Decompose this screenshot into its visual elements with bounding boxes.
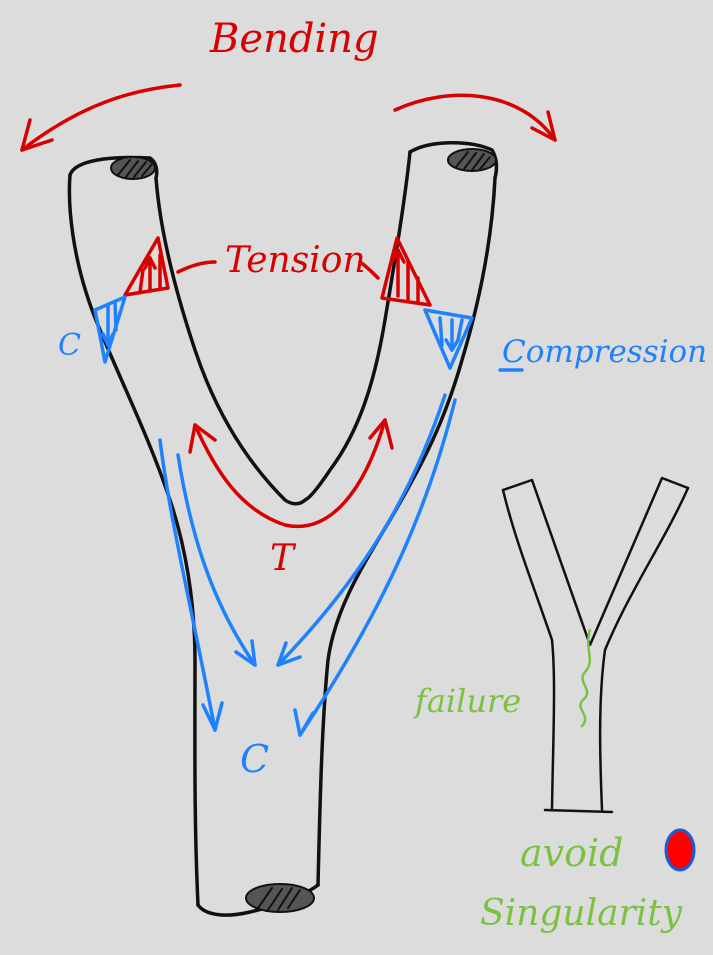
label-avoid: avoid (520, 831, 623, 875)
right-arm-hatched-end (448, 149, 496, 171)
label-singularity: Singularity (480, 893, 683, 934)
right-compression-triangle (425, 310, 472, 368)
label-c-bottom: C (240, 737, 269, 781)
left-arm-hatched-end (111, 157, 155, 179)
label-tension: Tension (225, 240, 366, 281)
singularity-dot (666, 830, 694, 870)
small-y-outline (503, 478, 688, 812)
tension-arc-arrow (190, 420, 392, 526)
label-t-bottom: T (270, 538, 297, 579)
left-tension-triangle (125, 238, 168, 295)
stem-bottom-hatched-end (246, 884, 314, 912)
bending-arrow-left (22, 85, 180, 150)
label-failure: failure (413, 682, 521, 720)
label-c-left: C (58, 328, 81, 363)
bending-arrow-right (395, 95, 555, 140)
label-bending: Bending (209, 16, 379, 62)
failure-crack-squiggle (580, 630, 590, 726)
label-compression: Compression (502, 334, 707, 370)
